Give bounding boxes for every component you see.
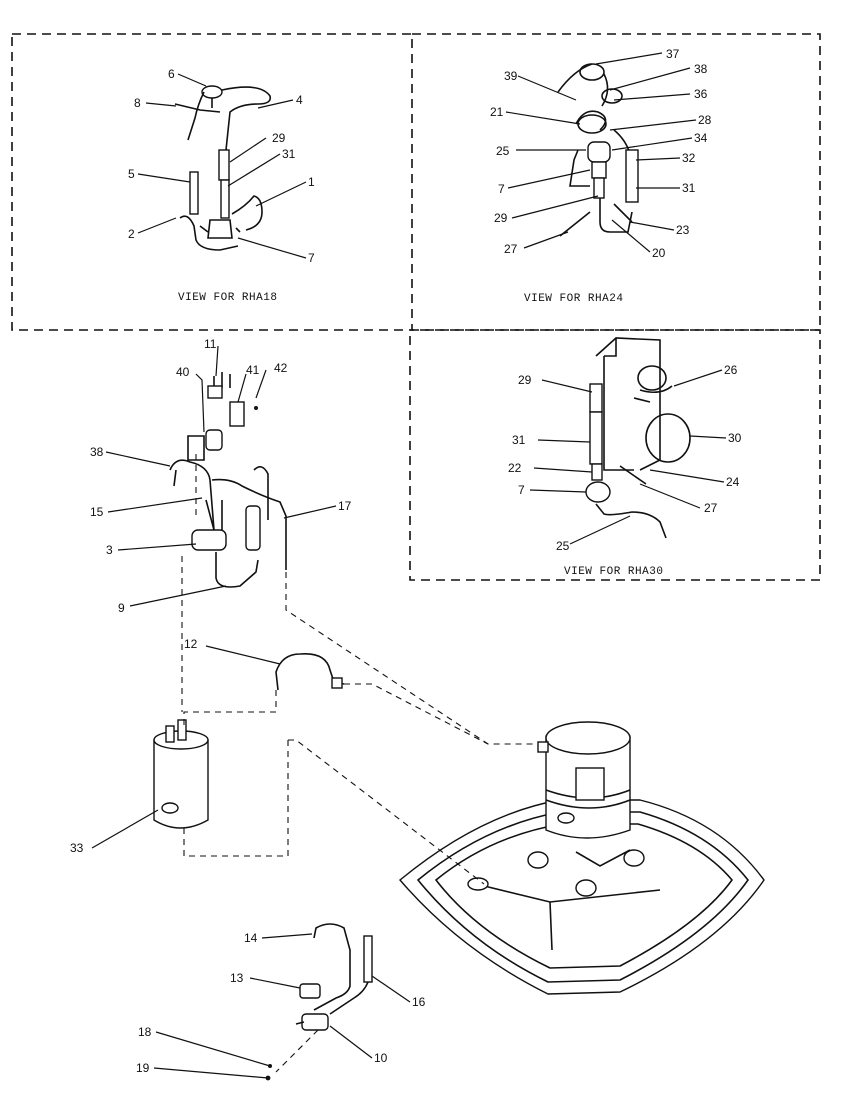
callout-38: 38: [694, 62, 708, 76]
callout-31: 31: [282, 147, 296, 161]
tube-12-fitting: [331, 677, 343, 689]
callout-1: 1: [308, 175, 315, 189]
callout-14: 14: [244, 931, 258, 945]
callout-33: 33: [70, 841, 84, 855]
callout-7b: 7: [498, 182, 505, 196]
callout-31c: 31: [512, 433, 526, 447]
callout-23: 23: [676, 223, 690, 237]
service-valve-assembly: [295, 923, 373, 1031]
callout-20: 20: [652, 246, 666, 260]
callout-7c: 7: [518, 483, 525, 497]
callout-21: 21: [490, 105, 504, 119]
callout-34: 34: [694, 131, 708, 145]
view-box-rha18: [11, 33, 413, 331]
callout-38m: 38: [90, 445, 104, 459]
view-boxes: [11, 33, 821, 581]
callout-15: 15: [90, 505, 104, 519]
callout-3: 3: [106, 543, 113, 557]
callout-2: 2: [128, 227, 135, 241]
callout-26c: 26: [724, 363, 738, 377]
callout-27c: 27: [704, 501, 718, 515]
view-box-rha24: [412, 33, 821, 331]
accumulator: [153, 719, 209, 829]
callout-8: 8: [134, 96, 141, 110]
callout-19: 19: [136, 1061, 150, 1075]
rha30-assembly: [585, 337, 691, 539]
callout-24: 24: [726, 475, 740, 489]
callout-labels: 6 8 4 29 31 5 1 2 7 37 38 39 36 21 28 25…: [70, 47, 742, 1075]
callout-30: 30: [728, 431, 742, 445]
compressor-and-base: [399, 721, 765, 995]
callout-4: 4: [296, 93, 303, 107]
tube-12: [275, 653, 345, 691]
rha24-assembly: [557, 63, 639, 237]
caption-rha30: VIEW FOR RHA30: [564, 566, 663, 578]
callout-27: 27: [504, 242, 518, 256]
rha18-assembly: [174, 85, 272, 251]
callout-28: 28: [698, 113, 712, 127]
connection-lines: [181, 556, 534, 1073]
caption-rha18: VIEW FOR RHA18: [178, 292, 277, 304]
callout-41: 41: [246, 363, 260, 377]
callout-25: 25: [496, 144, 510, 158]
view-box-rha30: [409, 329, 821, 581]
caption-rha24: VIEW FOR RHA24: [524, 293, 623, 305]
callout-18: 18: [138, 1025, 152, 1039]
callout-32: 32: [682, 151, 696, 165]
leader-dots: [254, 406, 272, 1081]
callout-40: 40: [176, 365, 190, 379]
callout-37: 37: [666, 47, 680, 61]
callout-42: 42: [274, 361, 288, 375]
callout-29b: 29: [494, 211, 508, 225]
callout-9: 9: [118, 601, 125, 615]
callout-10: 10: [374, 1051, 388, 1065]
callout-25c: 25: [556, 539, 570, 553]
leader-lines: [91, 52, 727, 1079]
callout-16: 16: [412, 995, 426, 1009]
callout-6: 6: [168, 67, 175, 81]
callout-5: 5: [128, 167, 135, 181]
valve-assembly: [169, 372, 287, 588]
callout-13: 13: [230, 971, 244, 985]
callout-29: 29: [272, 131, 286, 145]
callout-7: 7: [308, 251, 315, 265]
callout-11: 11: [204, 337, 217, 351]
callout-36: 36: [694, 87, 708, 101]
callout-29c: 29: [518, 373, 532, 387]
callout-17: 17: [338, 499, 352, 513]
callout-31b: 31: [682, 181, 696, 195]
callout-12: 12: [184, 637, 198, 651]
callout-22: 22: [508, 461, 522, 475]
callout-39: 39: [504, 69, 518, 83]
